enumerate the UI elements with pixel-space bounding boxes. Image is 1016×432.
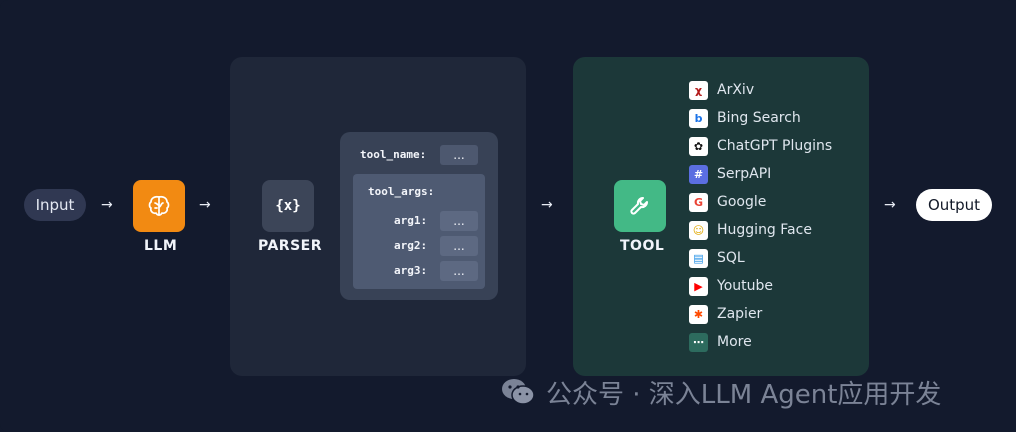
parser-label: PARSER: [258, 238, 323, 254]
zapier-icon: ✱: [689, 304, 708, 324]
arg-key: arg1:: [394, 214, 428, 227]
tool-name-value: ...: [440, 145, 478, 165]
tool-item-label: ArXiv: [717, 82, 755, 98]
output-pill: Output: [916, 189, 992, 221]
tool-item-label: SQL: [717, 250, 745, 266]
youtube-icon: ▶: [689, 276, 708, 296]
tool-item-label: Hugging Face: [717, 222, 812, 238]
tool-item-arxiv: χ ArXiv: [689, 80, 754, 100]
tool-item-label: ChatGPT Plugins: [717, 138, 833, 154]
brain-icon: [148, 195, 170, 216]
watermark-text: 公众号 · 深入LLM Agent应用开发: [546, 379, 942, 410]
tool-item-google: G Google: [689, 192, 766, 212]
tool-item-zapier: ✱ Zapier: [689, 304, 762, 324]
llm-label: LLM: [144, 238, 178, 254]
tool-node: [614, 180, 666, 232]
tool-item-label: More: [717, 334, 752, 350]
arrow-icon: →: [541, 197, 553, 213]
arg-value: ...: [440, 236, 478, 256]
tool-item-more: ⋯ More: [689, 332, 752, 352]
tool-item-label: Bing Search: [717, 110, 801, 126]
arg-value: ...: [440, 211, 478, 231]
watermark: 公众号 · 深入LLM Agent应用开发: [500, 372, 941, 412]
serpapi-icon: #: [689, 164, 708, 184]
arg-key: arg3:: [394, 264, 428, 277]
llm-node: [133, 180, 185, 232]
arrow-icon: →: [884, 197, 896, 213]
openai-icon: ✿: [689, 136, 708, 156]
arrow-icon: →: [101, 197, 113, 213]
sql-icon: ▤: [689, 248, 708, 268]
tool-item-label: Zapier: [717, 306, 763, 322]
tool-item-bing-search: b Bing Search: [689, 108, 801, 128]
tool-name-key: tool_name:: [360, 148, 427, 161]
tool-args-key: tool_args:: [368, 185, 435, 198]
bing-icon: b: [689, 108, 708, 128]
more-icon: ⋯: [689, 332, 708, 352]
curly-braces-icon: {x}: [275, 198, 301, 214]
parser-node: {x}: [262, 180, 314, 232]
tool-item-chatgpt-plugins: ✿ ChatGPT Plugins: [689, 136, 832, 156]
google-icon: G: [689, 192, 708, 212]
tool-item-label: Google: [717, 194, 767, 210]
input-pill: Input: [24, 189, 86, 221]
hugging-face-icon: ☺: [689, 220, 708, 240]
arrow-icon: →: [199, 197, 211, 213]
wrench-icon: [630, 197, 648, 215]
tool-item-youtube: ▶ Youtube: [689, 276, 773, 296]
tool-item-serpapi: # SerpAPI: [689, 164, 771, 184]
tool-item-label: Youtube: [717, 278, 773, 294]
arxiv-icon: χ: [689, 80, 708, 100]
tool-item-sql: ▤ SQL: [689, 248, 745, 268]
arg-key: arg2:: [394, 239, 428, 252]
arg-value: ...: [440, 261, 478, 281]
tool-label: TOOL: [620, 238, 665, 254]
wechat-icon: [502, 379, 535, 405]
tool-item-label: SerpAPI: [717, 166, 772, 182]
tool-item-hugging-face: ☺ Hugging Face: [689, 220, 812, 240]
